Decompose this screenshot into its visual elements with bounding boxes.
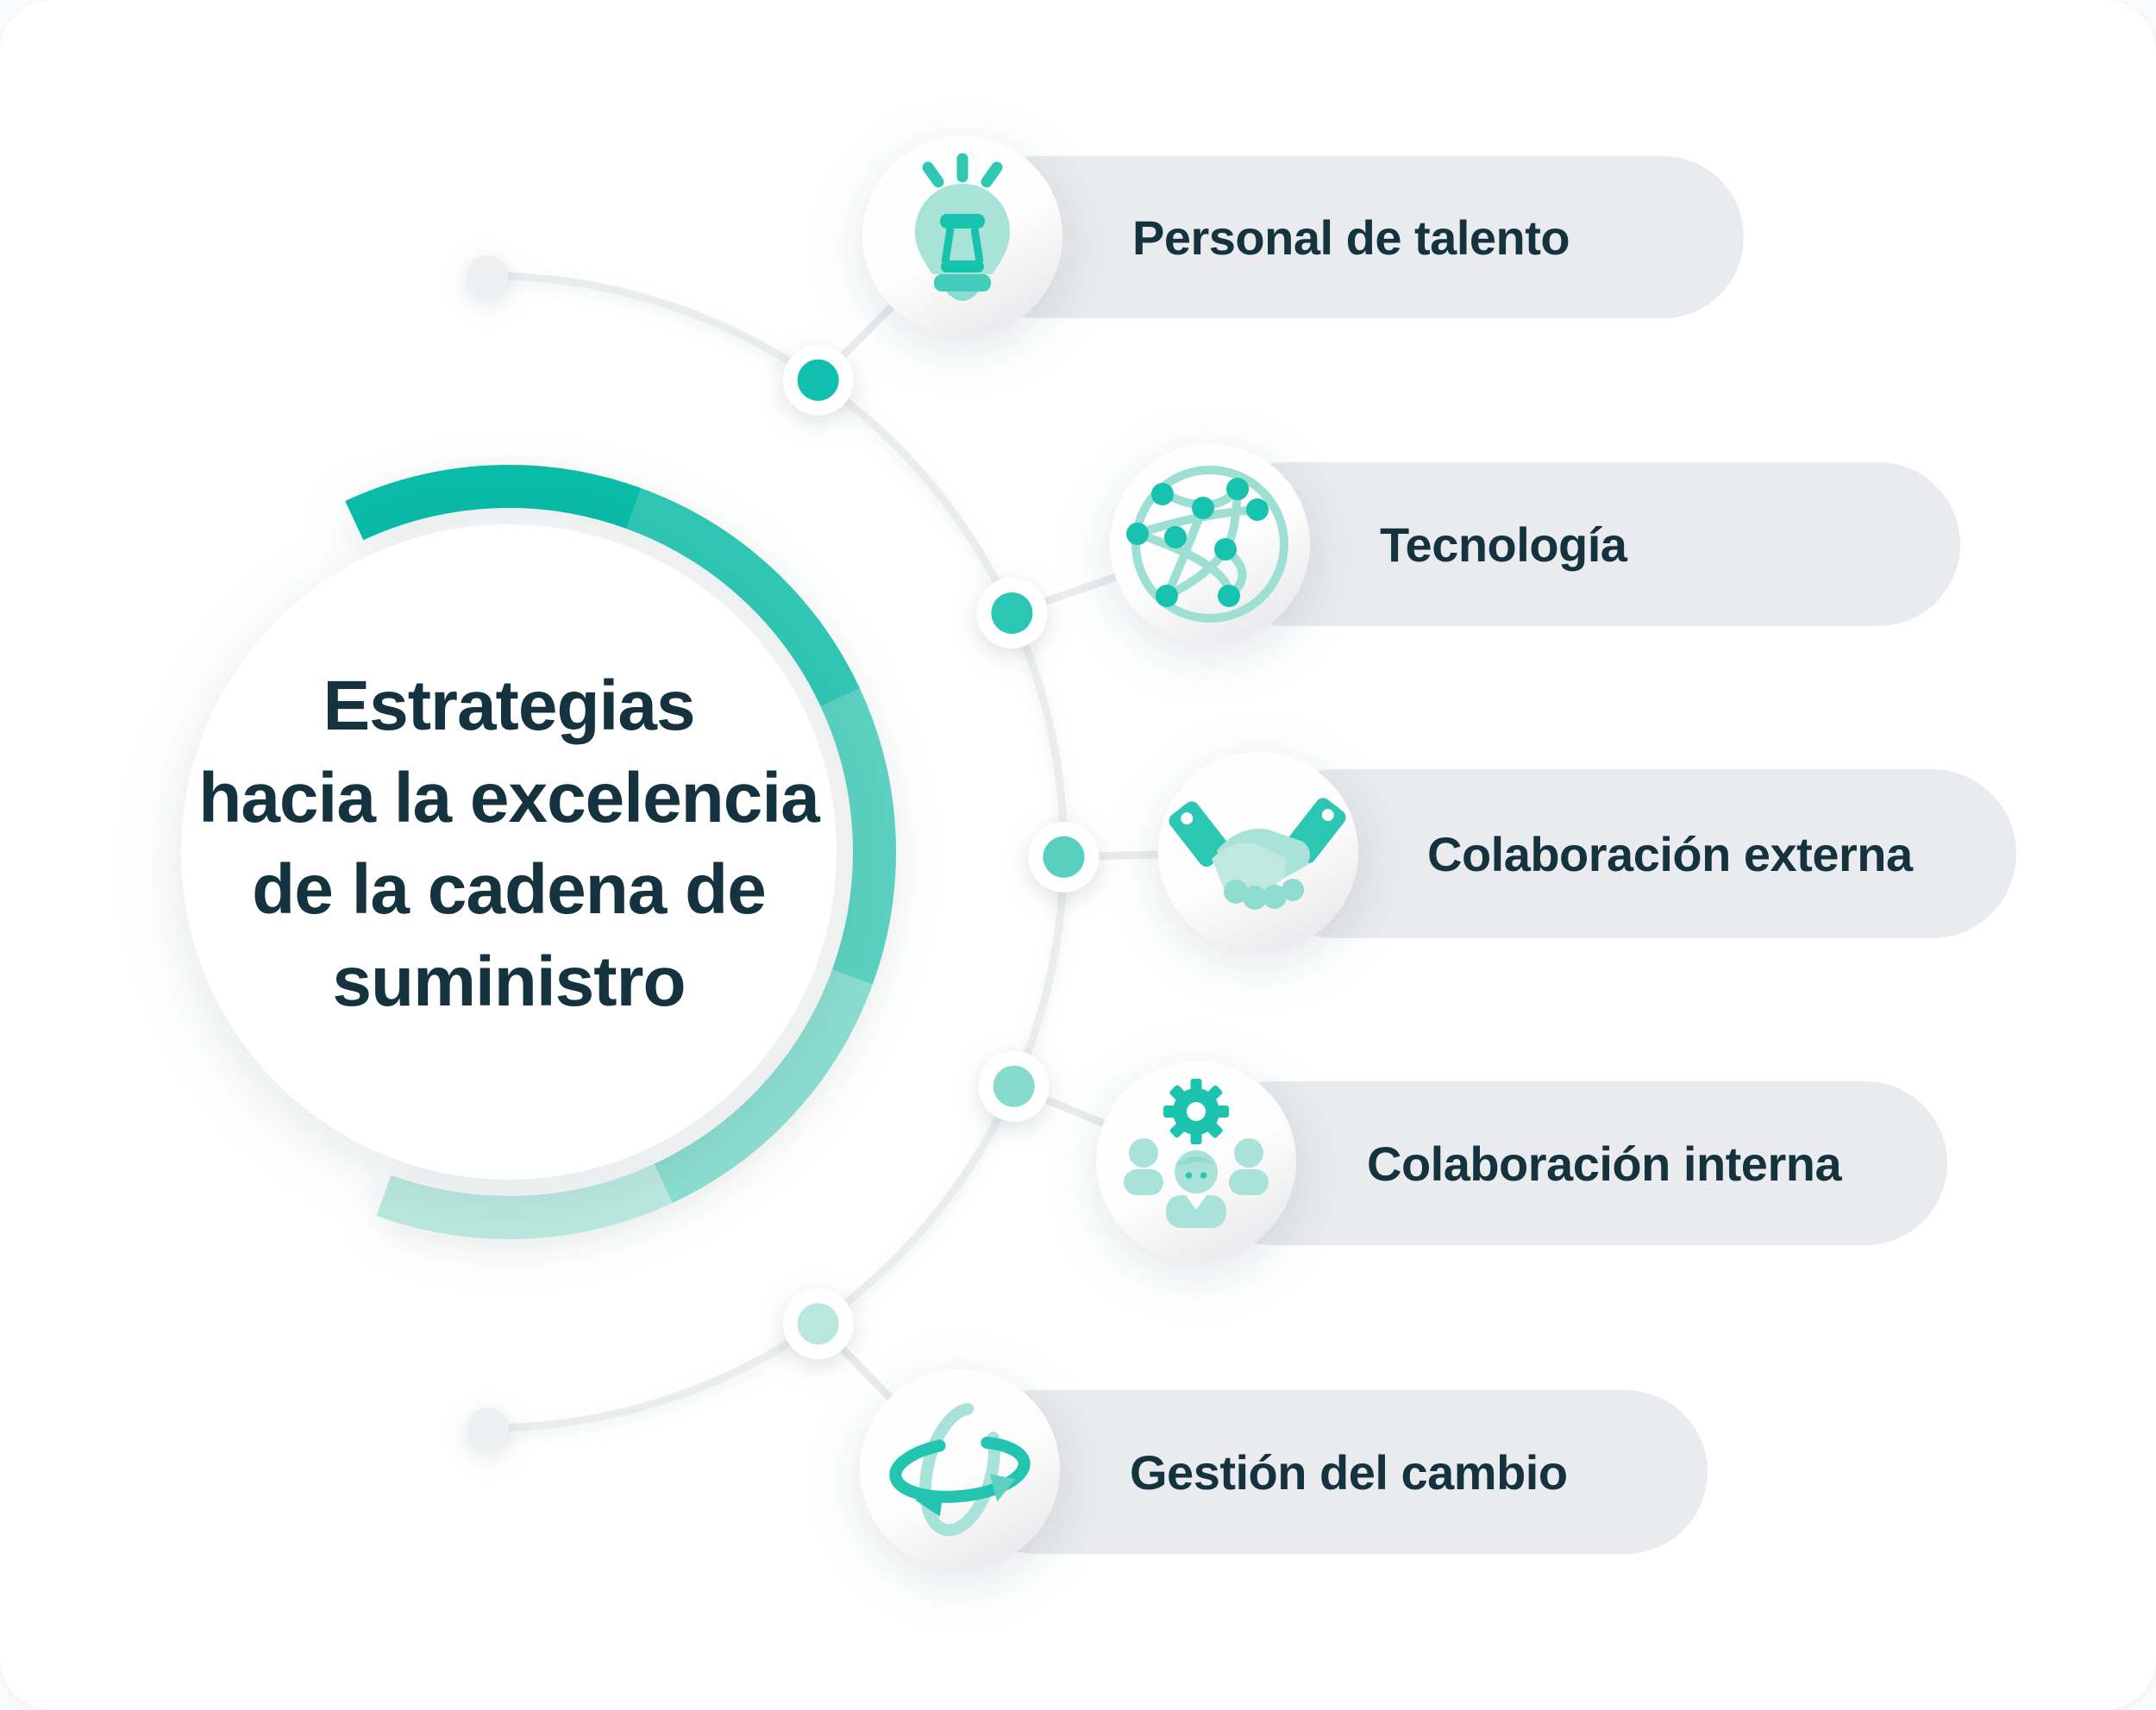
node-4 [978, 1050, 1050, 1122]
pill-label: Gestión del cambio [1130, 1444, 1568, 1500]
center-circle [181, 524, 837, 1180]
ring-segment-4 [654, 969, 873, 1203]
icon-circle-5 [860, 1369, 1060, 1569]
icon-circle-1 [862, 136, 1062, 336]
icon-circle-4 [1096, 1062, 1296, 1262]
arc-nodes [782, 344, 1100, 1360]
icon-circle-2 [1110, 444, 1310, 644]
node-2 [976, 578, 1048, 648]
arrow-down [989, 1474, 1016, 1502]
node-dot-1 [797, 359, 839, 401]
pill-label: Personal de talento [1132, 210, 1570, 265]
pill-personal-de-talento: Personal de talento [956, 156, 1744, 318]
arrow-left [915, 1490, 943, 1517]
pill-tecnologia: Tecnología [1203, 462, 1960, 626]
node-dot-5 [797, 1303, 839, 1345]
pill-colaboracion-externa: Colaboración externa [1250, 769, 2016, 938]
icon-circle-3 [1158, 752, 1358, 952]
people-gear-icon [1124, 1079, 1269, 1228]
node-1 [782, 344, 854, 416]
node-3 [1028, 821, 1100, 893]
lightbulb-icon [915, 153, 1010, 301]
arc-end-dot-bottom [467, 1407, 509, 1449]
orbit-arrows-icon [889, 1402, 1031, 1537]
pill-label: Tecnología [1380, 517, 1627, 572]
pill-colaboracion-interna: Colaboración interna [1190, 1081, 1947, 1245]
network-globe-icon [1126, 466, 1288, 623]
progress-ring [345, 465, 896, 1239]
pill-label: Colaboración externa [1427, 826, 1913, 881]
pill-label: Colaboración interna [1367, 1136, 1842, 1191]
node-dot-2 [991, 592, 1033, 634]
ring-segment-2 [626, 488, 860, 707]
node-dot-3 [1043, 836, 1085, 878]
ring-segment-1 [345, 465, 642, 541]
ring-segment-5 [376, 1163, 673, 1239]
center-title: Estrategias hacia la excelencia de la ca… [198, 667, 820, 1021]
pill-gestion-del-cambio: Gestión del cambio [953, 1390, 1708, 1554]
arc-end-dot-top [467, 255, 508, 297]
node-5 [782, 1288, 854, 1360]
handshake-icon [1169, 798, 1346, 910]
node-dot-4 [993, 1065, 1035, 1107]
ring-segment-3 [820, 688, 896, 985]
